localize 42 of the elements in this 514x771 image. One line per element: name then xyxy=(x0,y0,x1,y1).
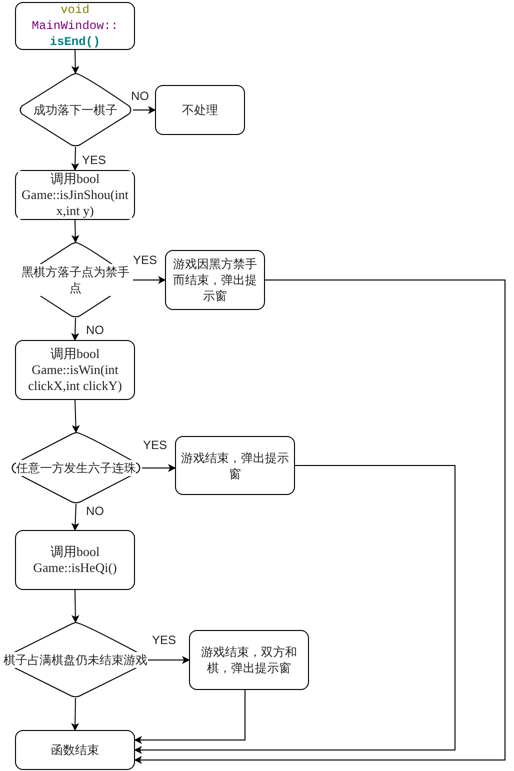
process-box xyxy=(15,730,135,770)
decision-diamond xyxy=(18,242,133,318)
node-text: 棋子占满棋盘仍未结束游戏 xyxy=(4,652,148,668)
node-text: 任意一方发生六子连珠 xyxy=(16,460,136,476)
edge-label: NO xyxy=(131,89,149,103)
node-text: 不处理 xyxy=(182,102,218,118)
process-box xyxy=(15,340,135,400)
process-box xyxy=(189,630,309,690)
process-box xyxy=(155,85,245,135)
node-text: 调用bool Game::isJinShou(int x,int y) xyxy=(18,171,132,219)
edge-label: YES xyxy=(133,253,158,267)
arrow xyxy=(132,276,166,284)
arrow xyxy=(134,690,246,744)
arrow xyxy=(71,590,80,623)
process-box xyxy=(15,530,135,590)
arrow xyxy=(71,146,80,171)
arrow xyxy=(71,698,80,731)
arrow xyxy=(134,280,506,764)
decision-diamond xyxy=(18,73,133,147)
edge-label: NO xyxy=(86,323,104,337)
decision-diamond xyxy=(3,622,148,698)
process-box xyxy=(175,436,295,495)
process-box xyxy=(165,250,265,310)
arrow xyxy=(132,106,156,114)
arrow xyxy=(142,464,176,472)
process-box xyxy=(15,2,135,50)
code-text: void MainWindow:: isEnd() xyxy=(30,2,120,50)
arrow xyxy=(72,400,80,433)
arrow xyxy=(134,465,456,754)
edge-label: YES xyxy=(82,153,106,167)
node-text: 黑棋方落子点为禁手点 xyxy=(18,264,133,296)
arrow xyxy=(71,220,80,243)
edge-label: YES xyxy=(143,438,168,452)
node-text: 成功落下一棋子 xyxy=(34,102,118,118)
arrow xyxy=(148,656,190,664)
edge-label: YES xyxy=(152,633,176,647)
decision-diamond xyxy=(10,432,142,504)
arrow xyxy=(71,50,80,74)
node-text: 函数结束 xyxy=(51,742,99,758)
edge-label: NO xyxy=(86,504,104,518)
arrow xyxy=(71,504,80,531)
arrow xyxy=(71,318,80,341)
